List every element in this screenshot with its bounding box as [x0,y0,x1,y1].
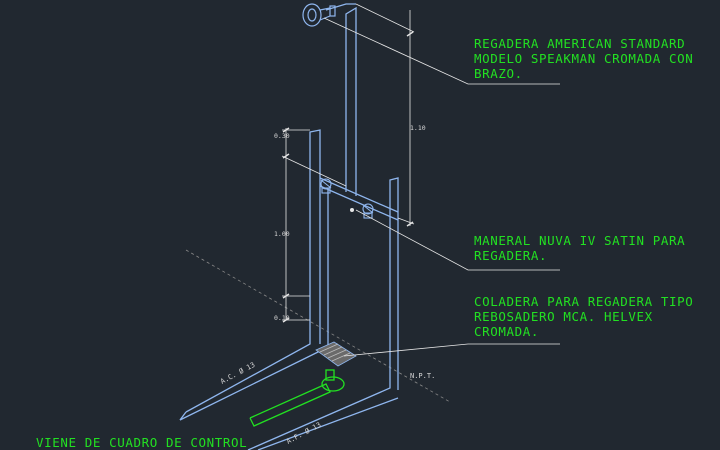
valve-handle-right-icon [362,203,374,219]
drain-note-line2: REBOSADERO MCA. HELVEX [474,309,653,324]
shower-head-note-line3: BRAZO. [474,66,523,81]
valve-note-line2: REGADERA. [474,248,548,263]
shower-head-note: REGADERA AMERICAN STANDARD MODELO SPEAKM… [474,36,693,81]
floor-level-tag: N.P.T. [410,372,435,380]
floor-level-line [185,249,451,403]
supply-note: VIENE DE CUADRO DE CONTROL [36,435,248,450]
supply-pipe [249,369,345,427]
dimension-lines [281,3,415,321]
valve-handle-left-icon [320,178,332,194]
drain-note: COLADERA PARA REGADERA TIPO REBOSADERO M… [474,294,693,339]
dimension-030: 0.30 [274,132,290,140]
shower-head-note-line1: REGADERA AMERICAN STANDARD [474,36,686,51]
shower-head-note-line2: MODELO SPEAKMAN CROMADA CON [474,51,694,66]
hot-water-tag: A.F. Ø 13 [285,421,322,446]
valve-center-dot [350,208,354,212]
dimension-100: 1.00 [274,230,290,238]
drain-note-line3: CROMADA. [474,324,540,339]
shower-arm-pipe [325,3,357,196]
right-riser-pipe [247,177,399,450]
dimension-110: 1.10 [410,124,426,132]
left-riser-pipe [179,129,329,421]
valve-note-line1: MANERAL NUVA IV SATIN PARA [474,233,686,248]
dimension-010: 0.10 [274,314,290,322]
valve-note: MANERAL NUVA IV SATIN PARA REGADERA. [474,233,685,263]
shower-head-icon [302,3,336,27]
valve-connector-pipe [319,177,399,221]
drain-grate-icon [315,341,357,367]
dimension-ticks [282,31,414,323]
cold-water-tag: A.C. Ø 13 [219,361,256,386]
leader-lines [323,17,560,357]
drain-note-line1: COLADERA PARA REGADERA TIPO [474,294,694,309]
